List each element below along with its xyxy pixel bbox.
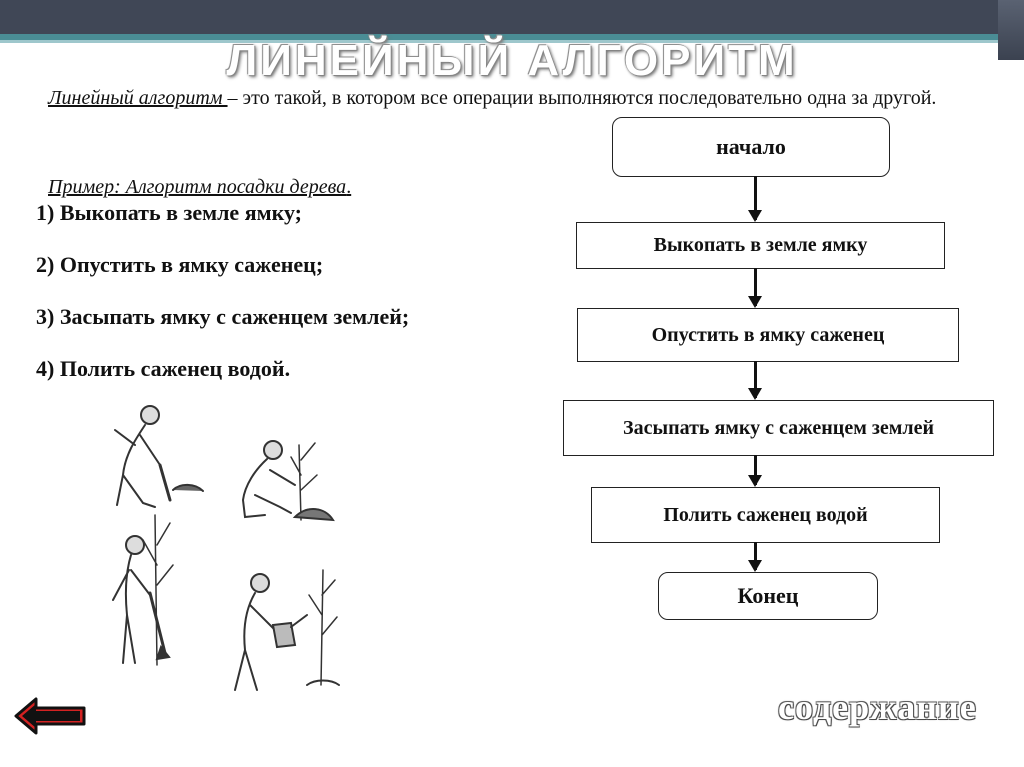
flow-arrow <box>754 542 757 570</box>
flow-arrow <box>754 176 757 220</box>
flowchart-step: Полить саженец водой <box>591 487 940 543</box>
flow-arrow <box>754 361 757 398</box>
arrow-left-icon[interactable] <box>14 696 86 736</box>
steps-list: 1) Выкопать в земле ямку; 2) Опустить в … <box>36 196 409 404</box>
contents-link[interactable]: содержание <box>778 686 977 728</box>
list-item: 3) Засыпать ямку с саженцем землей; <box>36 300 409 352</box>
tree-planting-illustration <box>95 395 345 700</box>
definition-body: – это такой, в котором все операции выпо… <box>228 87 937 109</box>
definition-text: Линейный алгоритм – это такой, в котором… <box>48 84 960 112</box>
definition-term: Линейный алгоритм <box>48 87 228 109</box>
slide-title: ЛИНЕЙНЫЙ АЛГОРИТМ <box>0 36 1024 86</box>
header-bar <box>0 0 1024 34</box>
flowchart-end: Конец <box>658 572 878 620</box>
flowchart-start: начало <box>612 117 890 177</box>
flowchart-step: Опустить в ямку саженец <box>577 308 959 362</box>
flow-arrow <box>754 268 757 306</box>
list-item: 1) Выкопать в земле ямку; <box>36 196 409 248</box>
flow-arrow <box>754 455 757 485</box>
flowchart-step: Выкопать в земле ямку <box>576 222 945 269</box>
flowchart-step: Засыпать ямку с саженцем землей <box>563 400 994 456</box>
list-item: 2) Опустить в ямку саженец; <box>36 248 409 300</box>
